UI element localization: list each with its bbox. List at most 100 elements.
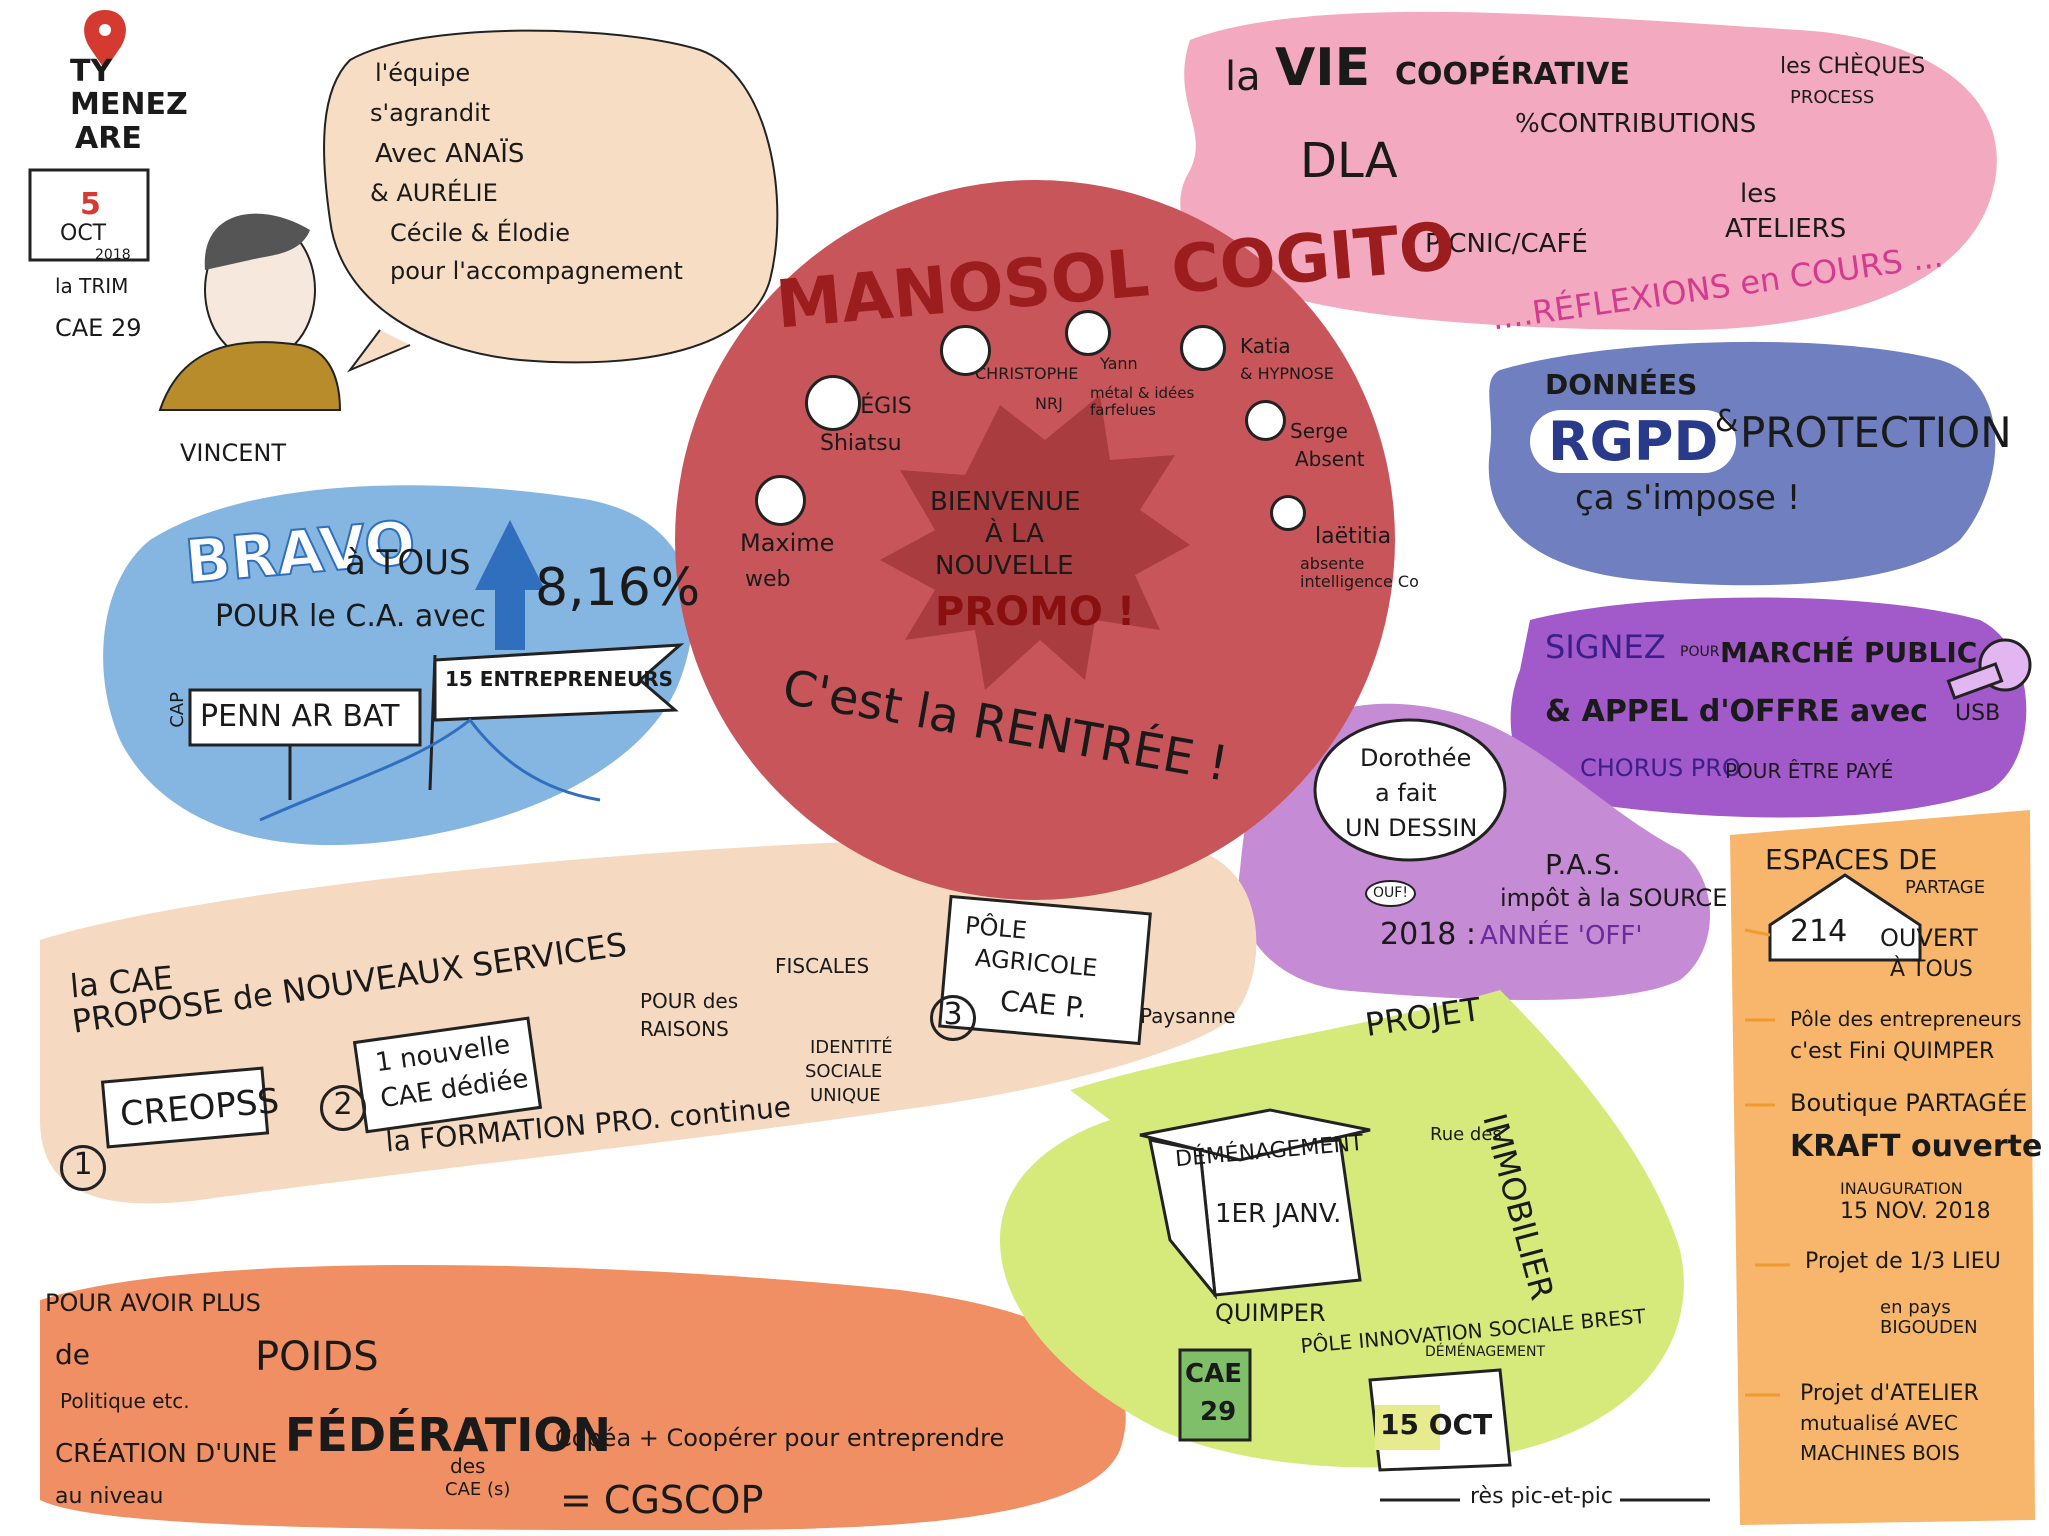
ateliers-line-2: ATELIERS xyxy=(1725,214,1847,244)
person-katia-role: & HYPNOSE xyxy=(1240,364,1334,383)
sea-wave xyxy=(259,717,601,822)
pas-label: P.A.S. xyxy=(1545,848,1621,881)
cap-sign xyxy=(188,688,422,747)
service-3-number: 3 xyxy=(930,995,976,1041)
person-maxime-name: Maxime xyxy=(740,529,835,557)
espace-item-1-line-2: c'est Fini QUIMPER xyxy=(1790,1039,1995,1064)
dorothee-line-2: a fait xyxy=(1375,779,1437,807)
rue-label: Rue des xyxy=(1430,1124,1502,1145)
blue-blob xyxy=(103,485,693,846)
star-line-1: BIENVENUE xyxy=(930,487,1081,517)
contributions-label: %CONTRIBUTIONS xyxy=(1515,109,1757,139)
quimper-label: QUIMPER xyxy=(1215,1299,1326,1327)
federation-label: FÉDÉRATION xyxy=(285,1408,611,1462)
sign-text: PENN AR BAT xyxy=(200,699,400,734)
person-laetitia-role: absente intelligence Co xyxy=(1300,554,1419,591)
identite-line-3: UNIQUE xyxy=(810,1085,881,1106)
face-christophe xyxy=(940,325,991,376)
espace-item-2-line-2: KRAFT ouverte xyxy=(1790,1129,2043,1164)
usb-label: USB xyxy=(1955,701,2001,726)
ateliers-line-1: les xyxy=(1740,179,1777,209)
event-name: la TRIM xyxy=(55,274,129,298)
orange-box xyxy=(1730,810,2035,1525)
espace-item-5-line-2: mutualisé AVEC xyxy=(1800,1411,1958,1435)
house-icon xyxy=(1768,873,1922,962)
espace-item-1-line-1: Pôle des entrepreneurs xyxy=(1790,1007,2022,1031)
team-line-4: & AURÉLIE xyxy=(370,179,498,207)
face-katia xyxy=(1180,325,1226,371)
place-line-1: TY xyxy=(70,54,113,89)
ouf-label: OUF! xyxy=(1365,880,1416,908)
pole-line-1: PÔLE xyxy=(963,911,1029,945)
espace-item-5-line-1: Projet d'ATELIER xyxy=(1800,1381,1979,1406)
calendar-year: 2018 xyxy=(95,247,131,263)
demenagement-2-label: DÉMÉNAGEMENT xyxy=(1425,1344,1545,1360)
calendar-month: OCT xyxy=(60,221,107,246)
ouvert-label: OUVERT xyxy=(1880,924,1978,952)
identite-line-1: IDENTITÉ xyxy=(810,1037,893,1058)
copea-label: Copéa + Coopérer pour entreprendre xyxy=(555,1424,1005,1452)
up-arrow xyxy=(475,520,545,650)
annee-off-label: ANNÉE 'OFF' xyxy=(1480,921,1643,951)
annee-prefix: 2018 : xyxy=(1380,917,1476,952)
person-maxime-role: web xyxy=(745,567,791,592)
person-christophe-name: CHRISTOPHE xyxy=(975,364,1079,383)
poids-de: de xyxy=(55,1338,90,1371)
cae-door xyxy=(1178,1348,1252,1442)
poids-line-1: POUR AVOIR PLUS xyxy=(45,1289,261,1317)
promo-star xyxy=(880,395,1190,690)
bravo-line-1: à TOUS xyxy=(345,543,471,583)
star-line-3: NOUVELLE xyxy=(935,551,1074,581)
espaces-title-1: ESPACES DE xyxy=(1765,843,1938,876)
person-yann-name: Yann xyxy=(1100,354,1138,373)
place-line-3: ARE xyxy=(75,121,142,156)
face-maxime xyxy=(755,475,806,526)
espace-item-3-line-1: INAUGURATION xyxy=(1840,1179,1963,1198)
rgpd-impose: ça s'impose ! xyxy=(1575,478,1801,518)
person-katia-name: Katia xyxy=(1240,334,1291,358)
bravo-line-2: POUR le C.A. avec xyxy=(215,599,487,634)
vie-title-la: la xyxy=(1225,54,1261,100)
rgpd-donnees: DONNÉES xyxy=(1545,368,1698,401)
politique-label: Politique etc. xyxy=(60,1389,190,1413)
etre-paye-label: POUR ÊTRE PAYÉ xyxy=(1725,759,1894,783)
cae-s-label: CAE (s) xyxy=(445,1479,511,1500)
dla-label: DLA xyxy=(1300,133,1398,189)
map-pin-icon xyxy=(84,10,126,70)
team-line-2: s'agrandit xyxy=(370,99,491,127)
poids-label: POIDS xyxy=(255,1334,379,1380)
espaces-title-2: PARTAGE xyxy=(1905,877,1986,898)
rgpd-amp: & xyxy=(1715,404,1739,439)
chorus-label: CHORUS PRO xyxy=(1580,754,1741,782)
vie-title-coop: COOPÉRATIVE xyxy=(1395,57,1630,92)
dorothee-line-1: Dorothée xyxy=(1360,744,1472,772)
portrait-name: VINCENT xyxy=(180,439,286,467)
orange-blob xyxy=(40,1265,1126,1530)
marche-public-label: MARCHÉ PUBLIC xyxy=(1720,636,1978,669)
star-line-2: À LA xyxy=(985,519,1044,549)
bravo-percent: 8,16% xyxy=(535,558,701,618)
face-yann xyxy=(1065,310,1111,356)
flag-text: 15 ENTREPRENEURS xyxy=(445,667,674,691)
cae-door-line-2: 29 xyxy=(1200,1397,1237,1427)
portrait-jacket xyxy=(158,341,342,411)
person-regis-role: Shiatsu xyxy=(820,431,902,456)
vie-title-vie: VIE xyxy=(1275,38,1371,98)
fiscales-label: FISCALES xyxy=(775,954,870,978)
signez-label: SIGNEZ xyxy=(1545,628,1666,666)
person-christophe-role: NRJ xyxy=(1035,394,1063,413)
cheques-line-1: les CHÈQUES xyxy=(1780,54,1926,79)
moving-box-lid xyxy=(1139,1108,1371,1162)
pour-label: POUR xyxy=(1680,644,1720,660)
paysanne-label: Paysanne xyxy=(1140,1004,1236,1028)
pink-blob xyxy=(1180,11,1997,330)
violet-blob xyxy=(1510,597,2027,818)
espace-item-3-line-2: 15 NOV. 2018 xyxy=(1840,1199,1991,1224)
impot-label: impôt à la SOURCE xyxy=(1500,884,1728,912)
calendar-icon xyxy=(28,168,150,262)
person-yann-role: métal & idées farfelues xyxy=(1090,384,1195,419)
rgpd-protection: PROTECTION xyxy=(1740,408,2012,457)
service-2-number: 2 xyxy=(320,1085,366,1131)
team-line-1: l'équipe xyxy=(375,59,471,87)
